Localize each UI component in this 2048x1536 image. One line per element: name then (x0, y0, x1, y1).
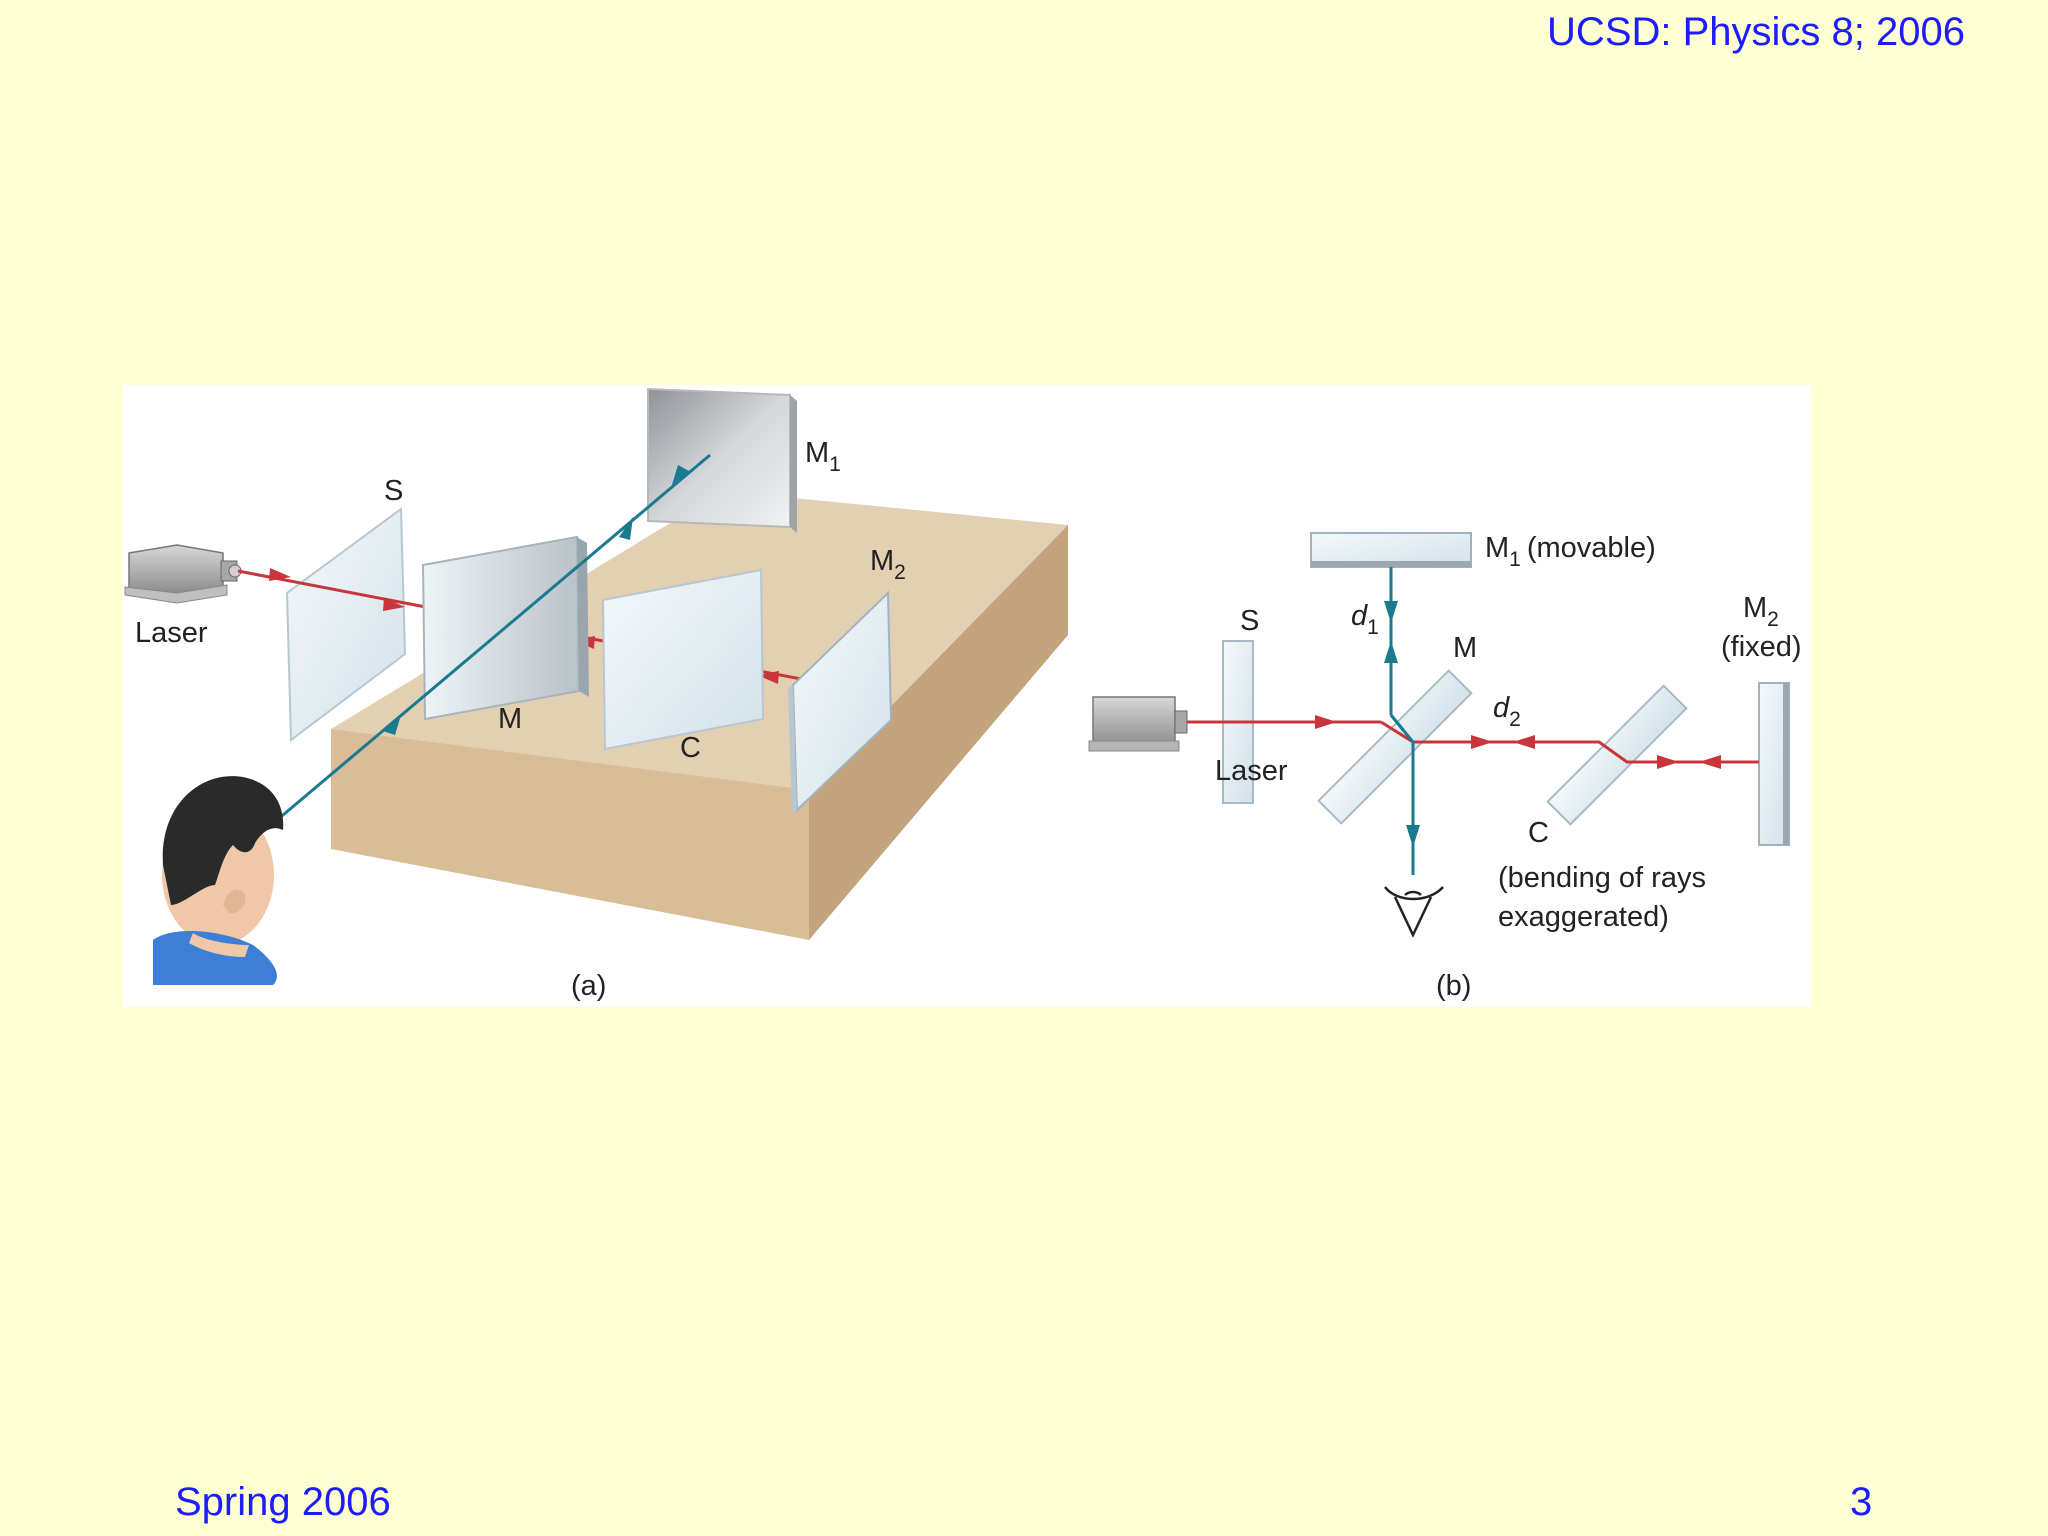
label-m1-a: M1 (805, 437, 841, 476)
label-laser-a: Laser (135, 617, 208, 649)
beamsplitter-m-b (1317, 669, 1473, 825)
panel-a: Laser S M C M1 M2 (a) (124, 387, 1068, 1002)
label-m1-b: M1(movable) (1485, 532, 1656, 571)
compensator-s-plate (285, 507, 407, 742)
label-s-a: S (384, 475, 403, 507)
compensator-c (601, 568, 765, 751)
mirror-m1 (647, 387, 791, 529)
mirror-m2 (791, 590, 893, 813)
label-d1: d1 (1351, 600, 1379, 639)
label-c-a: C (680, 732, 701, 764)
panel-b: Laser d1 S M d2 M1(movable) M2 (fixed) C… (1088, 532, 1802, 1002)
caption-b: (b) (1436, 970, 1471, 1002)
slide-footer-term: Spring 2006 (175, 1480, 391, 1524)
label-m-b: M (1453, 632, 1477, 664)
interferometer-diagram: Laser S M C M1 M2 (a) (124, 387, 1802, 1002)
note-line-2: exaggerated) (1498, 901, 1669, 933)
laser-device-b (1088, 696, 1188, 752)
table-front (331, 729, 809, 940)
note-line-1: (bending of rays (1498, 862, 1706, 894)
label-m2-desc-b: (fixed) (1721, 631, 1802, 663)
eye-icon (1384, 886, 1444, 938)
label-m2-a: M2 (870, 545, 906, 584)
slide-page-number: 3 (1850, 1480, 1873, 1524)
label-laser-b: Laser (1215, 755, 1288, 787)
label-d2: d2 (1493, 692, 1521, 731)
caption-a: (a) (571, 970, 606, 1002)
michelson-interferometer-figure: Laser S M C M1 M2 (a) (123, 385, 1811, 1007)
observer-head (153, 776, 284, 985)
slide-header: UCSD: Physics 8; 2006 (1547, 10, 1965, 54)
label-m-a: M (498, 703, 522, 735)
label-s-b: S (1240, 605, 1259, 637)
label-m2-b: M2 (1743, 592, 1779, 631)
table-side (809, 525, 1068, 940)
blue-ray-a (282, 453, 711, 817)
label-c-b: C (1528, 817, 1549, 849)
laser-device-a (124, 544, 242, 604)
beamsplitter-m (421, 535, 581, 721)
